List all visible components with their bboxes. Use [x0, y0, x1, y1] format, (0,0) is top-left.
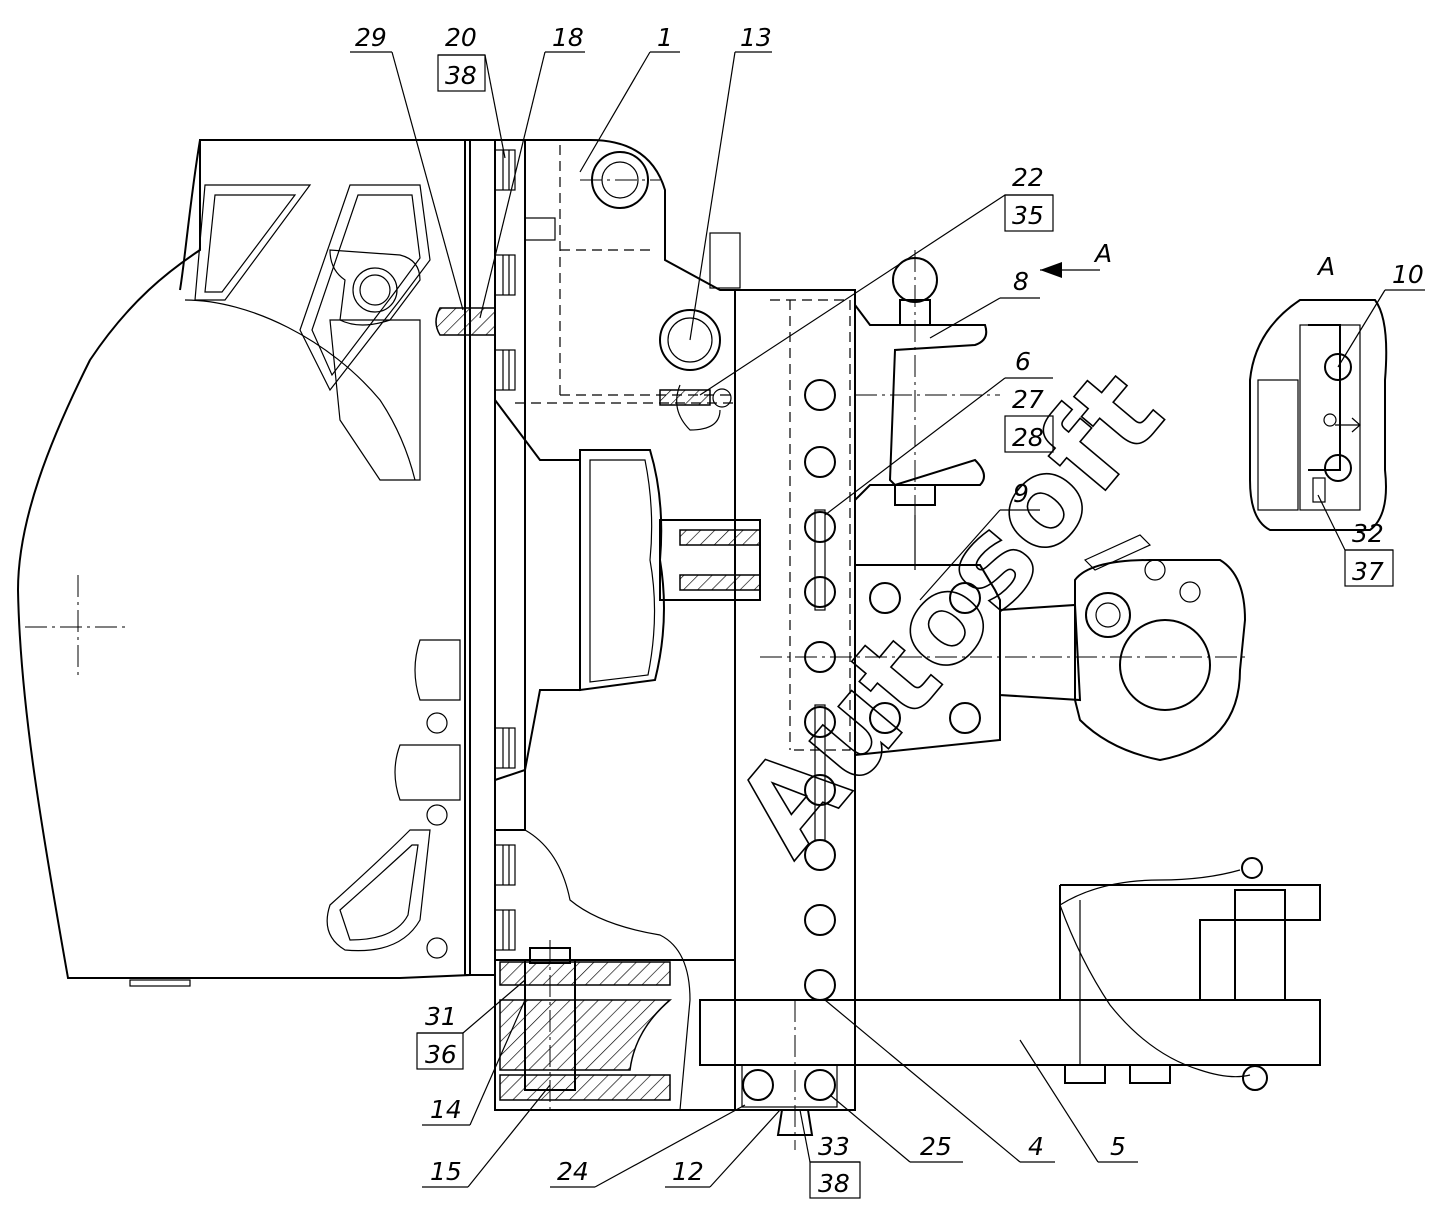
callout-29-label: 29	[355, 23, 387, 52]
bottom-bracket	[494, 829, 736, 1111]
callout-22-35: 22 35	[699, 163, 1054, 396]
callout-14-label: 14	[430, 1095, 462, 1124]
callout-33-label: 33	[818, 1132, 850, 1161]
callout-31-36: 31 36	[416, 979, 526, 1070]
callout-14: 14	[422, 999, 526, 1126]
view-inset-label: A	[1316, 252, 1335, 281]
callout-20-label: 20	[445, 23, 477, 52]
callout-25-label: 25	[920, 1132, 952, 1161]
rear-housing	[16, 139, 471, 987]
callout-15: 15	[422, 1084, 551, 1188]
callout-38b-label: 38	[818, 1169, 850, 1198]
callout-9-label: 9	[1013, 479, 1029, 508]
callout-9: 9	[919, 479, 1040, 601]
callout-31-label: 31	[425, 1002, 457, 1031]
callout-28-label: 28	[1012, 423, 1044, 452]
callout-18-label: 18	[552, 23, 584, 52]
callout-5: 5	[1019, 1039, 1138, 1163]
drawbar	[699, 857, 1321, 1091]
view-arrow: A A	[1040, 239, 1335, 281]
callout-13-label: 13	[740, 23, 772, 52]
callout-4-label: 4	[1028, 1132, 1044, 1161]
callout-10-label: 10	[1392, 260, 1424, 289]
watermark: Autosoft	[710, 345, 1190, 880]
callout-5-label: 5	[1110, 1132, 1126, 1161]
callout-18: 18	[479, 23, 585, 319]
callout-12: 12	[665, 1109, 781, 1188]
callout-13: 13	[689, 23, 772, 341]
callout-12-label: 12	[672, 1157, 704, 1186]
callout-24: 24	[550, 1104, 746, 1188]
callout-27-label: 27	[1012, 385, 1044, 414]
callout-15-label: 15	[430, 1157, 462, 1186]
callouts: 29 20 38 18 1 13 22 35	[350, 23, 1425, 1199]
callout-22-label: 22	[1012, 163, 1044, 192]
callout-1-label: 1	[657, 23, 673, 52]
callout-10: 10	[1337, 260, 1425, 368]
callout-8-label: 8	[1013, 267, 1029, 296]
plate-bolts	[494, 149, 516, 951]
clevis-hitch	[760, 534, 1247, 762]
mounting-plate	[435, 139, 741, 976]
callout-8: 8	[929, 267, 1040, 339]
callout-33-38: 33 38	[799, 1109, 861, 1199]
callout-35-label: 35	[1012, 201, 1044, 230]
callout-24-label: 24	[557, 1157, 589, 1186]
callout-36-label: 36	[425, 1040, 457, 1069]
ball-hitch	[854, 250, 1000, 570]
callout-4: 4	[824, 999, 1055, 1163]
view-label: A	[1093, 239, 1112, 268]
callout-25: 25	[829, 1094, 963, 1163]
callout-32-label: 32	[1352, 519, 1384, 548]
callout-29: 29	[350, 23, 464, 311]
callout-32-37: 32 37	[1317, 494, 1394, 587]
view-a-inset	[1249, 299, 1388, 531]
callout-20-38: 20 38	[437, 23, 506, 159]
callout-37-label: 37	[1352, 557, 1384, 586]
callout-6-27-28: 6 27 28	[824, 347, 1054, 516]
callout-1: 1	[579, 23, 680, 173]
callout-38a-label: 38	[445, 61, 477, 90]
callout-6-label: 6	[1015, 347, 1031, 376]
pto-hub	[494, 384, 761, 781]
